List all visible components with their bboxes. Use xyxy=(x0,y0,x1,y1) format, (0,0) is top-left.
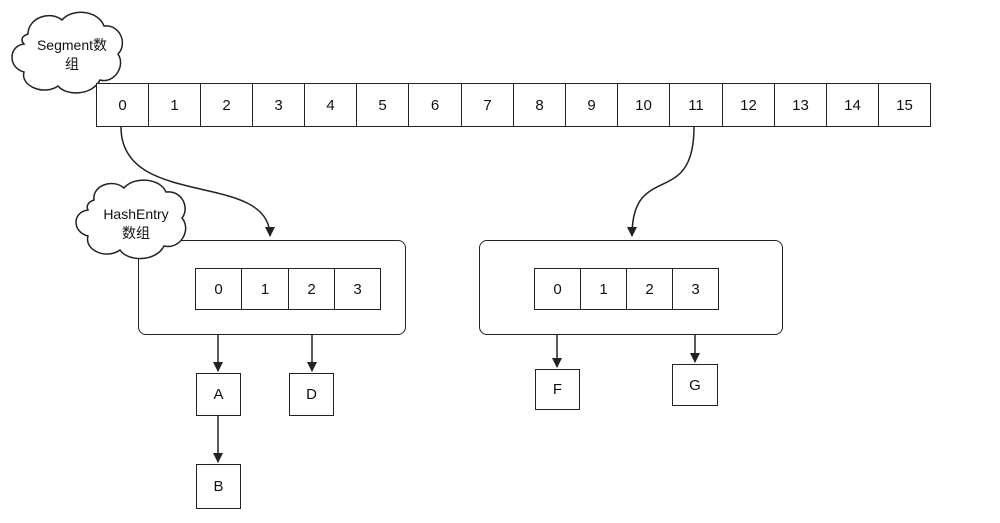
segment-cell-5: 5 xyxy=(356,83,409,127)
segment-cell-8: 8 xyxy=(513,83,566,127)
hashentry-cloud-label: HashEntry 数组 xyxy=(84,205,188,243)
segment-cell-6: 6 xyxy=(408,83,462,127)
segment-cell-11: 11 xyxy=(669,83,723,127)
hashentry-left-cell-1: 1 xyxy=(241,268,289,310)
hashentry-right-cell-0: 0 xyxy=(534,268,581,310)
node-f: F xyxy=(535,369,580,410)
segment-cell-13: 13 xyxy=(774,83,827,127)
segment-cell-1: 1 xyxy=(148,83,201,127)
hashentry-right-cell-3: 3 xyxy=(672,268,719,310)
segment-cell-2: 2 xyxy=(200,83,253,127)
arrow-segment-11-to-hashentry xyxy=(627,126,695,237)
hashentry-right-cell-1: 1 xyxy=(580,268,627,310)
hashentry-right-cell-2: 2 xyxy=(626,268,673,310)
segment-cell-12: 12 xyxy=(722,83,775,127)
segment-cell-9: 9 xyxy=(565,83,618,127)
hashentry-left-cell-0: 0 xyxy=(195,268,242,310)
segment-label-line1: Segment数 xyxy=(36,37,108,53)
hashentry-label-line2: 数组 xyxy=(122,225,150,241)
segment-cloud-label: Segment数 组 xyxy=(22,36,122,74)
hashentry-left-cell-2: 2 xyxy=(288,268,335,310)
hashentry-left-cell-3: 3 xyxy=(334,268,381,310)
node-g: G xyxy=(672,364,718,406)
hashentry-label-line1: HashEntry xyxy=(103,206,169,222)
segment-label-line2: 组 xyxy=(65,56,79,72)
segment-cell-4: 4 xyxy=(304,83,357,127)
node-d: D xyxy=(289,373,334,416)
segment-cell-7: 7 xyxy=(461,83,514,127)
arrow-segment-0-to-hashentry xyxy=(120,126,275,237)
node-b: B xyxy=(196,464,241,509)
node-a: A xyxy=(196,373,241,416)
segment-cell-15: 15 xyxy=(878,83,931,127)
segment-cell-14: 14 xyxy=(826,83,879,127)
